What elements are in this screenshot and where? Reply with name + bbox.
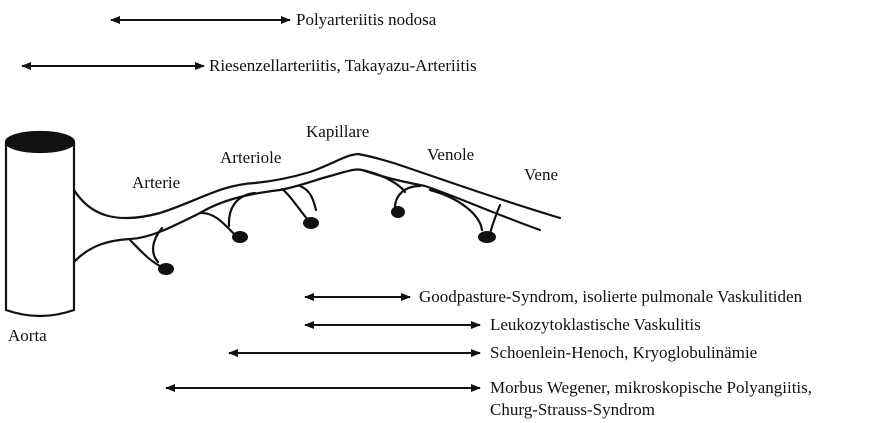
label-leukocytoclastic: Leukozytoklastische Vaskulitis xyxy=(490,315,701,335)
label-capillary: Kapillare xyxy=(306,122,369,142)
label-venule: Venole xyxy=(427,145,474,165)
vessel-end-dots xyxy=(158,206,496,275)
vessel-tree xyxy=(74,154,560,268)
label-goodpasture: Goodpasture-Syndrom, isolierte pulmonale… xyxy=(419,287,802,307)
label-arteriole: Arteriole xyxy=(220,148,281,168)
label-giant-cell: Riesenzellarteriitis, Takayazu-Arteriiti… xyxy=(209,56,477,76)
label-wegener-line2: Churg-Strauss-Syndrom xyxy=(490,400,655,420)
label-aorta: Aorta xyxy=(8,326,47,346)
label-polyarteritis: Polyarteriitis nodosa xyxy=(296,10,436,30)
label-wegener-line1: Morbus Wegener, mikroskopische Polyangii… xyxy=(490,378,812,398)
label-artery: Arterie xyxy=(132,173,180,193)
label-vein: Vene xyxy=(524,165,558,185)
aorta-cylinder xyxy=(6,132,74,316)
label-schoenlein: Schoenlein-Henoch, Kryoglobulinämie xyxy=(490,343,757,363)
